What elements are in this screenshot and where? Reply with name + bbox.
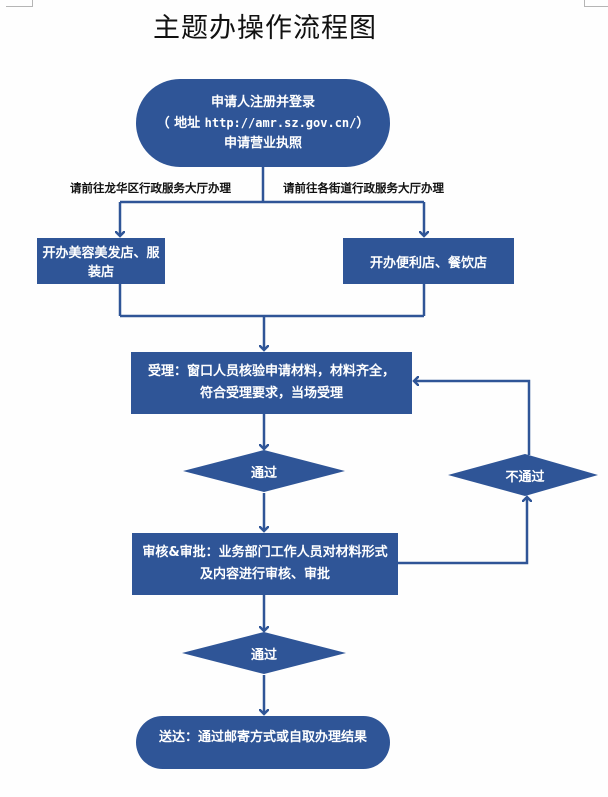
decision-pass-1-label: 通过 xyxy=(250,466,277,481)
diagram-title: 主题办操作流程图 xyxy=(153,13,377,44)
process-box-convenience-food: 开办便利店、餐饮店 xyxy=(343,238,514,284)
branch-label-left: 请前往龙华区行政服务大厅办理 xyxy=(70,181,231,195)
start-line-1: 申请人注册并登录 xyxy=(210,94,315,110)
address-url: http://amr.sz.gov.cn/ xyxy=(204,115,357,130)
start-node-register-login: 申请人注册并登录 （ 地址 http://amr.sz.gov.cn/） 申请营… xyxy=(136,79,390,167)
branch-label-right: 请前往各街道行政服务大厅办理 xyxy=(283,181,444,195)
process-box-beauty-clothing: 开办美容美发店、服装店 xyxy=(37,238,165,284)
decision-pass-2-label: 通过 xyxy=(250,648,277,663)
start-line-3: 申请营业执照 xyxy=(223,135,302,151)
acceptance-line-1: 受理：窗口人员核验申请材料，材料齐全， xyxy=(147,364,395,379)
start-line-2: （ 地址 http://amr.sz.gov.cn/） xyxy=(157,113,370,134)
decision-fail-shape xyxy=(448,454,598,496)
page-corner-mark-left xyxy=(6,0,33,7)
page-corner-mark-right xyxy=(584,0,608,7)
address-close-paren: ） xyxy=(356,115,370,131)
end-node-label: 送达：通过邮寄方式或自取办理结果 xyxy=(158,730,367,745)
connector-review-to-fail xyxy=(398,497,527,565)
acceptance-line-2: 符合受理要求，当场受理 xyxy=(199,386,343,401)
decision-pass-2-shape xyxy=(182,632,346,674)
decision-fail-label: 不通过 xyxy=(505,470,545,485)
review-line-1: 审核&审批：业务部门工作人员对材料形式 xyxy=(142,545,388,560)
end-node-delivery: 送达：通过邮寄方式或自取办理结果 xyxy=(136,716,390,769)
review-line-2: 及内容进行审核、审批 xyxy=(199,567,330,582)
decision-pass-1-shape xyxy=(183,450,345,492)
address-label: （ 地址 xyxy=(156,115,205,131)
connector-fail-to-accept xyxy=(414,381,531,455)
process-box-review-approval: 审核&审批：业务部门工作人员对材料形式 及内容进行审核、审批 xyxy=(132,533,398,595)
process-box-acceptance: 受理：窗口人员核验申请材料，材料齐全， 符合受理要求，当场受理 xyxy=(131,352,412,414)
